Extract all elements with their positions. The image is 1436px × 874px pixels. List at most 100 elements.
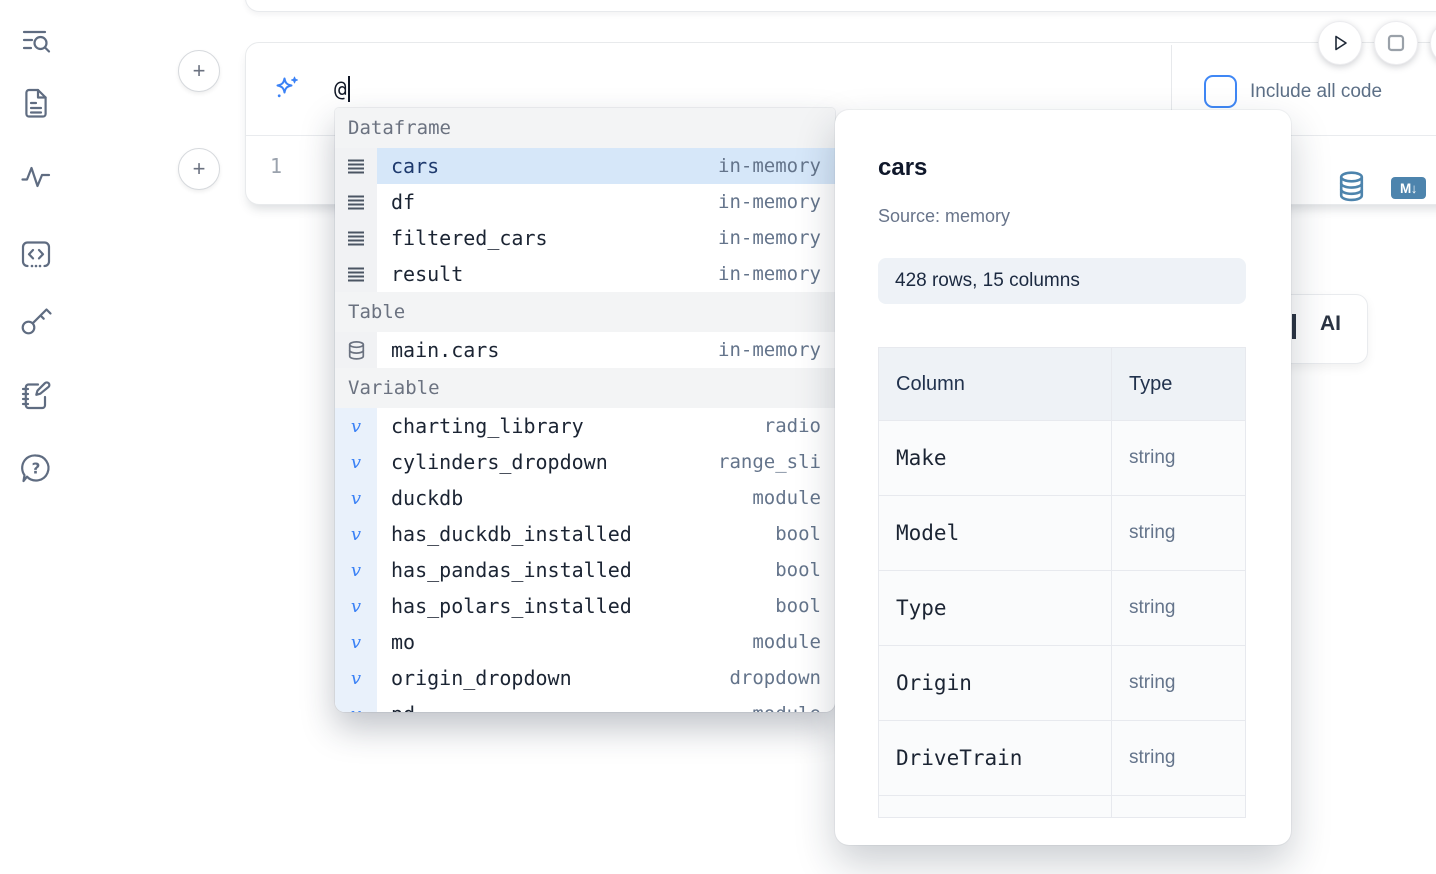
stop-button[interactable] (1374, 21, 1418, 65)
line-number: 1 (269, 154, 283, 178)
variable-icon: v (335, 552, 377, 588)
autocomplete-item-has_polars_installed[interactable]: v has_polars_installed bool (335, 588, 835, 624)
autocomplete-item-filtered_cars[interactable]: filtered_cars in-memory (335, 220, 835, 256)
autocomplete-item-main.cars[interactable]: main.cars in-memory (335, 332, 835, 368)
autocomplete-section-header: Dataframe (335, 108, 835, 148)
add-cell-above-button[interactable]: + (178, 50, 220, 92)
scratchpad-icon[interactable] (19, 378, 53, 412)
add-cell-below-button[interactable]: + (178, 148, 220, 190)
column-name: Model (896, 521, 960, 545)
database-connection-icon[interactable] (1338, 171, 1365, 202)
item-name: df (391, 190, 416, 214)
autocomplete-item-result[interactable]: result in-memory (335, 256, 835, 292)
item-type: bool (775, 523, 821, 545)
variable-icon: v (335, 516, 377, 552)
activity-icon[interactable] (19, 160, 53, 194)
item-type: bool (775, 595, 821, 617)
item-type: range_sli (718, 451, 821, 473)
item-type: module (752, 487, 821, 509)
previous-cell-edge (245, 0, 1436, 12)
variable-icon: v (335, 624, 377, 660)
include-all-code-label: Include all code (1250, 80, 1383, 102)
variable-icon: v (335, 408, 377, 444)
column-type: string (1129, 747, 1176, 768)
autocomplete-item-has_duckdb_installed[interactable]: v has_duckdb_installed bool (335, 516, 835, 552)
preview-shape-badge: 428 rows, 15 columns (878, 258, 1246, 304)
item-name: cars (391, 154, 440, 178)
ai-prompt-value: @ (334, 77, 347, 101)
item-type: in-memory (718, 155, 821, 177)
text-caret (347, 76, 350, 102)
key-icon[interactable] (19, 303, 53, 337)
ai-sparkle-icon (274, 75, 300, 101)
item-name: result (391, 262, 464, 286)
item-type: in-memory (718, 339, 821, 361)
autocomplete-item-pd[interactable]: vpdmodule (335, 696, 835, 712)
schema-header-type: Type (1129, 372, 1173, 395)
ai-card-label: AI (1320, 312, 1341, 335)
include-all-code-option: Include all code (1204, 75, 1382, 108)
autocomplete-item-cylinders_dropdown[interactable]: v cylinders_dropdown range_sli (335, 444, 835, 480)
dataframe-preview-panel: cars Source: memory 428 rows, 15 columns… (835, 110, 1291, 845)
table-icon (335, 332, 377, 368)
item-name: has_polars_installed (391, 594, 632, 618)
file-document-icon[interactable] (19, 86, 53, 120)
ai-row-divider (1171, 45, 1172, 133)
help-chat-icon[interactable]: ? (19, 451, 53, 485)
variable-icon: v (335, 444, 377, 480)
variable-icon: v (335, 480, 377, 516)
item-type: bool (775, 559, 821, 581)
svg-text:?: ? (32, 460, 41, 478)
variable-icon: v (335, 696, 377, 712)
preview-title: cars (878, 154, 928, 181)
convert-to-markdown-button[interactable]: M↓ (1391, 177, 1426, 199)
autocomplete-item-cars[interactable]: cars in-memory (335, 148, 835, 184)
dataframe-icon (335, 220, 377, 256)
column-type: string (1129, 522, 1176, 543)
item-type: module (752, 631, 821, 653)
code-editor-row[interactable]: 1 (246, 136, 1436, 203)
item-name: filtered_cars (391, 226, 548, 250)
item-name: pd (391, 702, 415, 712)
item-type: in-memory (718, 227, 821, 249)
column-type: string (1129, 447, 1176, 468)
schema-row-Origin: Origin string (879, 645, 1245, 720)
item-name: origin_dropdown (391, 666, 572, 690)
schema-row-partial (879, 795, 1245, 817)
item-type: radio (763, 415, 821, 437)
column-type: string (1129, 597, 1176, 618)
table-of-contents-search-icon[interactable] (19, 24, 53, 58)
autocomplete-section-header: Table (335, 292, 835, 332)
ai-prompt-input[interactable]: @ (334, 73, 350, 105)
variable-icon: v (335, 660, 377, 696)
autocomplete-item-charting_library[interactable]: v charting_library radio (335, 408, 835, 444)
item-name: cylinders_dropdown (391, 450, 608, 474)
item-name: has_duckdb_installed (391, 522, 632, 546)
column-name: Origin (896, 671, 972, 695)
variable-icon: v (335, 588, 377, 624)
code-cell-icon[interactable] (19, 237, 53, 271)
dataframe-icon (335, 148, 377, 184)
item-name: charting_library (391, 414, 584, 438)
dataframe-icon (335, 256, 377, 292)
item-name: main.cars (391, 338, 500, 362)
clipped-letter-fragment (1292, 314, 1296, 339)
include-all-code-checkbox[interactable] (1204, 75, 1237, 108)
column-name: Make (896, 446, 947, 470)
column-type: string (1129, 672, 1176, 693)
preview-source: Source: memory (878, 206, 1011, 226)
item-name: mo (391, 630, 416, 654)
item-type: in-memory (718, 263, 821, 285)
run-cell-button[interactable] (1318, 21, 1362, 65)
schema-row-Make: Make string (879, 420, 1245, 495)
